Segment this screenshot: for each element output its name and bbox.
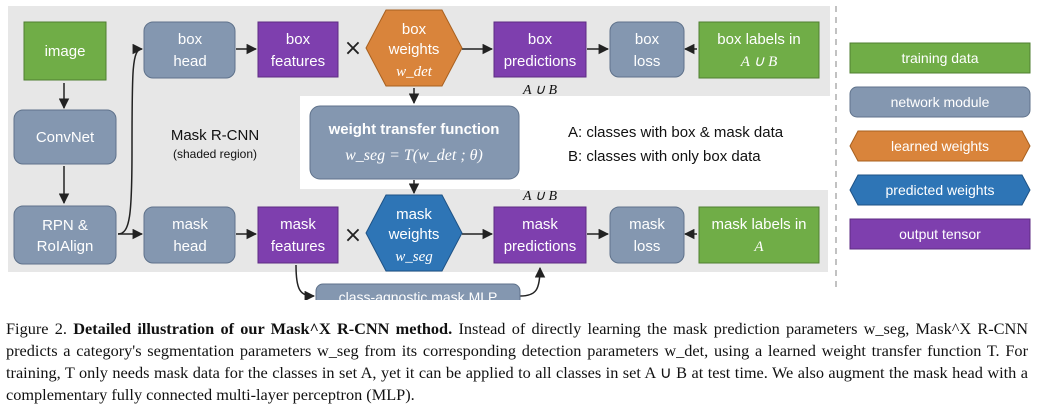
box-loss-node	[609, 21, 685, 78]
mask-head-label-2: head	[173, 238, 206, 255]
arrow-mlp-maskpred	[519, 266, 546, 297]
legend-learned-label: learned weights	[891, 138, 989, 154]
box-features-label-2: features	[271, 53, 325, 70]
mask-features-label-1: mask	[280, 216, 316, 233]
legend-learned-swatch	[849, 130, 1031, 162]
weight-transfer-title: weight transfer function	[328, 121, 500, 138]
legend-output-label: output tensor	[899, 226, 981, 242]
mask-predictions-label-2: predictions	[504, 238, 577, 255]
box-head-label-2: head	[173, 53, 206, 70]
legend-module-swatch	[849, 86, 1031, 118]
mask-loss-label-2: loss	[634, 238, 661, 255]
box-weights-label-1: box	[402, 21, 427, 38]
box-features-label-1: box	[286, 31, 311, 48]
box-loss-label-1: box	[635, 31, 660, 48]
box-head-label-1: box	[178, 31, 203, 48]
legend-training-label: training data	[901, 50, 978, 66]
rpn-node	[13, 205, 117, 265]
mask-predictions-node	[493, 206, 587, 264]
mask-head-label-1: mask	[172, 216, 208, 233]
rpn-label-2: RoIAlign	[37, 238, 94, 255]
a-cup-b-top: A ∪ B	[522, 83, 558, 98]
legend-training-swatch	[849, 42, 1031, 74]
box-loss-label-2: loss	[634, 53, 661, 70]
mask-labels-node	[698, 206, 820, 264]
class-a-note: A: classes with box & mask data	[568, 124, 784, 141]
caption-title: Detailed illustration of our Mask^X R-CN…	[73, 319, 453, 338]
diagram: image ConvNet RPN & RoIAlign box head bo…	[8, 6, 1031, 300]
box-head-node	[143, 21, 236, 79]
arrow-rpn-boxhead	[117, 43, 144, 235]
diagram-canvas: image ConvNet RPN & RoIAlign box head bo…	[8, 6, 1031, 300]
box-weights-label-3: w_det	[396, 64, 433, 80]
arrow-maskfeatures-mlp	[295, 264, 316, 300]
legend-predicted-label: predicted weights	[886, 182, 995, 198]
mlp-label: class-agnostic mask MLP	[339, 289, 498, 300]
box-labels-label-1: box labels in	[717, 31, 800, 48]
mask-head-node	[143, 206, 236, 264]
mask-weights-label-2: weights	[388, 226, 440, 243]
box-predictions-label-1: box	[528, 31, 553, 48]
mask-labels-label-2: A	[753, 239, 764, 255]
mask-labels-label-1: mask labels in	[711, 216, 806, 233]
legend-output-swatch	[849, 218, 1031, 250]
mlp-node	[315, 283, 521, 300]
convnet-node	[13, 109, 117, 165]
mask-weights-node	[365, 194, 463, 272]
connectors	[58, 43, 697, 300]
image-node	[23, 21, 107, 81]
mask-loss-node	[609, 206, 685, 264]
mask-features-node	[257, 206, 339, 264]
box-weights-node	[365, 9, 463, 87]
weight-transfer-formula: w_seg = T(w_det ; θ)	[345, 147, 483, 164]
class-b-note: B: classes with only box data	[568, 148, 761, 165]
mask-rcnn-sub: (shaded region)	[173, 147, 257, 161]
mask-loss-label-1: mask	[629, 216, 665, 233]
a-cup-b-bottom: A ∪ B	[522, 189, 558, 204]
box-weights-label-2: weights	[388, 41, 440, 58]
rpn-label-1: RPN &	[42, 217, 88, 234]
convnet-label: ConvNet	[36, 129, 95, 146]
figure-caption: Figure 2. Detailed illustration of our M…	[6, 318, 1028, 406]
box-predictions-label-2: predictions	[504, 53, 577, 70]
mask-weights-label-1: mask	[396, 206, 432, 223]
legend-predicted-swatch	[849, 174, 1031, 206]
caption-body: Instead of directly learning the mask pr…	[6, 319, 1029, 404]
box-features-node	[257, 21, 339, 78]
mask-features-label-2: features	[271, 238, 325, 255]
mask-weights-label-3: w_seg	[395, 249, 433, 265]
weight-transfer-node	[309, 105, 520, 180]
box-labels-label-2: A ∪ B	[740, 54, 778, 70]
caption-fig-number: Figure 2.	[6, 319, 67, 338]
box-predictions-node	[493, 21, 587, 78]
box-labels-node	[698, 21, 820, 79]
legend-module-label: network module	[891, 94, 990, 110]
image-label: image	[45, 43, 86, 60]
mask-predictions-label-1: mask	[522, 216, 558, 233]
mask-rcnn-title: Mask R-CNN	[171, 127, 259, 144]
times-symbol-top: ×	[344, 36, 362, 61]
times-symbol-bottom: ×	[344, 223, 362, 248]
